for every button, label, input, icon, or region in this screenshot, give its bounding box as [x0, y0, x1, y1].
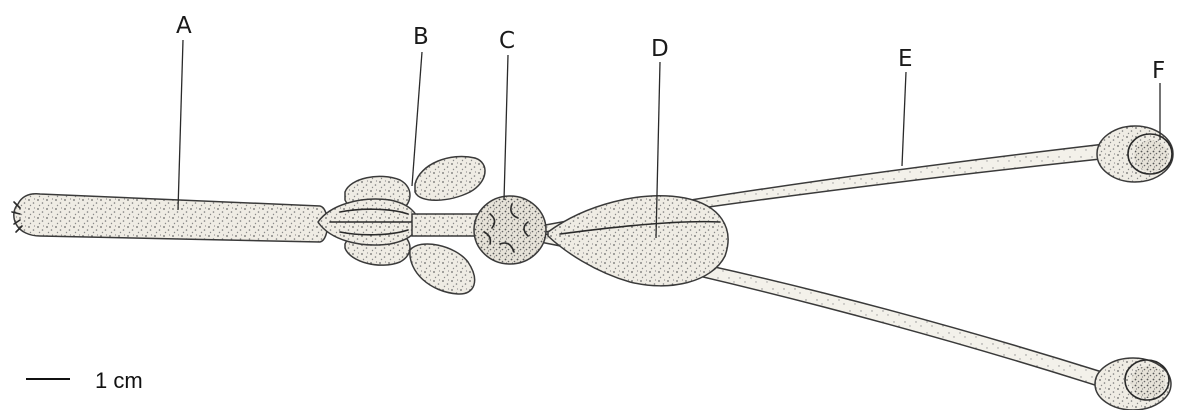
leader-c — [504, 55, 508, 200]
label-e: E — [898, 46, 913, 72]
shaft — [12, 194, 328, 242]
label-b: B — [413, 24, 429, 50]
label-d: D — [651, 36, 669, 62]
seminal-vesicle — [548, 196, 728, 286]
label-c: C — [499, 28, 515, 54]
neck — [412, 214, 480, 236]
round-bulb — [474, 196, 546, 264]
leader-a — [178, 40, 183, 210]
scale-bar-label: 1 cm — [95, 368, 143, 393]
label-f: F — [1152, 58, 1165, 84]
terminal-bulb-upper — [1097, 126, 1173, 182]
leader-b — [412, 52, 422, 186]
terminal-bulb-lower — [1095, 358, 1171, 410]
leader-e — [902, 72, 906, 166]
label-a: A — [176, 13, 192, 39]
